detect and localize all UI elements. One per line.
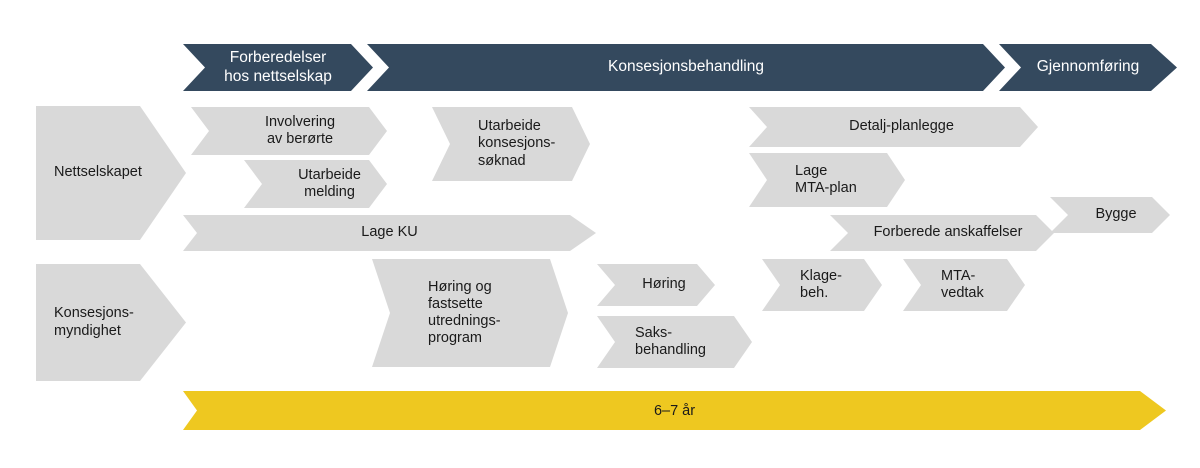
actor-label-konsesjonsmyndighet: Konsesjons- myndighet — [36, 264, 186, 381]
task-horing: Høring — [597, 264, 715, 306]
task-label: Detalj-planlegge — [849, 118, 954, 135]
task-label: Klage- beh. — [800, 267, 842, 301]
task-label: Utarbeide melding — [298, 166, 361, 200]
actor-label-text: Nettselskapet — [54, 164, 142, 181]
task-label: Høring og fastsette utrednings- program — [428, 278, 501, 347]
task-bygge: Bygge — [1050, 197, 1170, 233]
timeline-label: 6–7 år — [653, 402, 696, 419]
phase-band-forberedelser: Forberedelser hos nettselskap — [183, 44, 373, 91]
task-lage-mta-plan: Lage MTA-plan — [749, 153, 905, 207]
task-label: Bygge — [1095, 206, 1137, 223]
actor-label-nettselskapet: Nettselskapet — [36, 106, 186, 240]
task-label: Lage KU — [361, 224, 418, 241]
task-label: Høring — [642, 276, 686, 293]
phase-label: Gjennomføring — [1036, 58, 1140, 76]
task-forberede-anskaffelser: Forberede anskaffelser — [830, 215, 1054, 251]
task-mta-vedtak: MTA- vedtak — [903, 259, 1025, 311]
phase-band-gjennomforing: Gjennomføring — [999, 44, 1177, 91]
task-lage-ku: Lage KU — [183, 215, 596, 251]
task-label: Lage MTA-plan — [795, 162, 857, 196]
task-label: MTA- vedtak — [941, 267, 984, 301]
actor-label-text: Konsesjons- myndighet — [54, 305, 134, 339]
task-label: Saks- behandling — [635, 324, 706, 358]
phase-band-konsesjonsbehandling: Konsesjonsbehandling — [367, 44, 1005, 91]
task-horing-og-fastsette-utredningsprogram: Høring og fastsette utrednings- program — [372, 259, 568, 367]
task-involvering-av-berorte: Involvering av berørte — [191, 107, 387, 155]
task-utarbeide-melding: Utarbeide melding — [244, 160, 387, 208]
task-label: Utarbeide konsesjons- søknad — [478, 118, 556, 169]
phase-label: Forberedelser hos nettselskap — [224, 48, 332, 85]
timeline-bar: 6–7 år — [183, 391, 1166, 430]
task-saks-behandling: Saks- behandling — [597, 316, 752, 368]
task-utarbeide-konsesjonssoknad: Utarbeide konsesjons- søknad — [432, 107, 590, 181]
phase-label: Konsesjonsbehandling — [608, 58, 764, 76]
task-klage-beh: Klage- beh. — [762, 259, 882, 311]
task-label: Forberede anskaffelser — [873, 224, 1023, 241]
task-detalj-planlegge: Detalj-planlegge — [749, 107, 1038, 147]
task-label: Involvering av berørte — [264, 113, 336, 147]
